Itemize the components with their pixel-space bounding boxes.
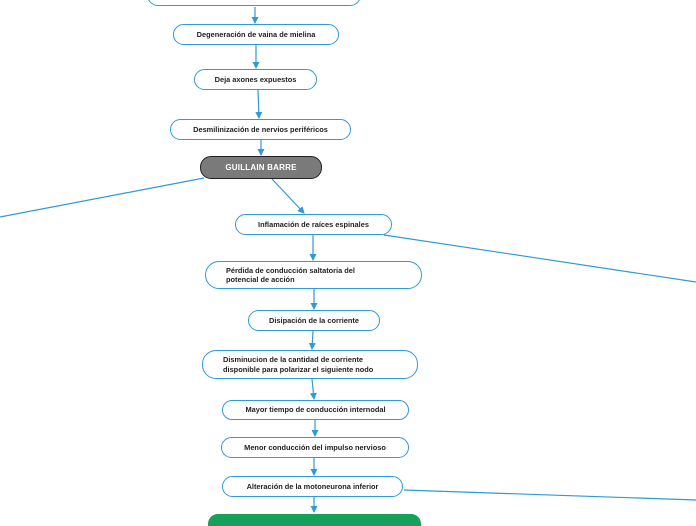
node-mayor-tiempo-conduccion[interactable]: Mayor tiempo de conducción internodal (222, 400, 409, 420)
node-alteracion-motoneurona[interactable]: Alteración de la motoneurona inferior (222, 476, 403, 497)
node-top-partial[interactable] (147, 0, 361, 6)
node-guillain-barre[interactable]: GUILLAIN BARRE (200, 156, 322, 179)
node-inflamacion-raices-espinales[interactable]: Inflamación de raíces espinales (235, 214, 392, 235)
node-menor-conduccion-impulso[interactable]: Menor conducción del impulso nervioso (221, 437, 409, 458)
node-perdida-conduccion-saltatoria[interactable]: Pérdida de conducción saltatoria del pot… (205, 261, 422, 289)
node-deja-axones-expuestos[interactable]: Deja axones expuestos (194, 69, 317, 90)
node-bottom-partial[interactable] (208, 514, 421, 526)
node-disipacion-corriente[interactable]: Disipación de la corriente (248, 310, 380, 331)
node-disminucion-cantidad-corriente[interactable]: Disminucion de la cantidad de corriente … (202, 350, 418, 379)
connector-axones-to-desmielinizacion (255, 89, 263, 119)
connector-guillain-to-inflamacion (271, 178, 305, 214)
connector-guillain-left-branch (0, 177, 205, 218)
connector-disminucion-to-mayor (309, 378, 317, 400)
connector-alteracion-right-branch (403, 489, 696, 501)
connector-disipacion-to-disminucion (308, 330, 316, 350)
connector-inflamacion-right-branch (383, 234, 696, 283)
node-degeneracion-vaina-mielina[interactable]: Degeneración de vaina de mielina (173, 24, 339, 45)
node-desmielinizacion-nervios[interactable]: Desmilinización de nervios periféricos (170, 119, 351, 140)
